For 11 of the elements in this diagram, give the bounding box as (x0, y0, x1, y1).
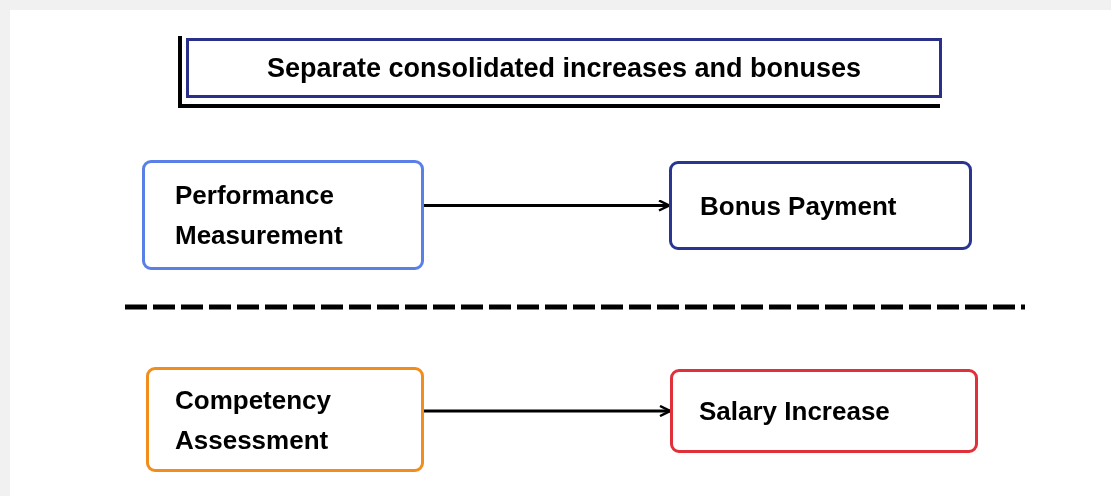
title: Separate consolidated increases and bonuses (186, 38, 942, 98)
arrow (424, 404, 672, 418)
process-box (670, 369, 978, 453)
box-label: Salary Increase (699, 395, 890, 428)
process-box (142, 160, 424, 270)
box-label: Bonus Payment (700, 189, 897, 223)
box-label: Competency Assessment (175, 383, 333, 457)
process-box (146, 367, 424, 472)
process-box (669, 161, 972, 250)
arrow (424, 199, 671, 212)
box-label: Performance Measurement (175, 179, 344, 252)
